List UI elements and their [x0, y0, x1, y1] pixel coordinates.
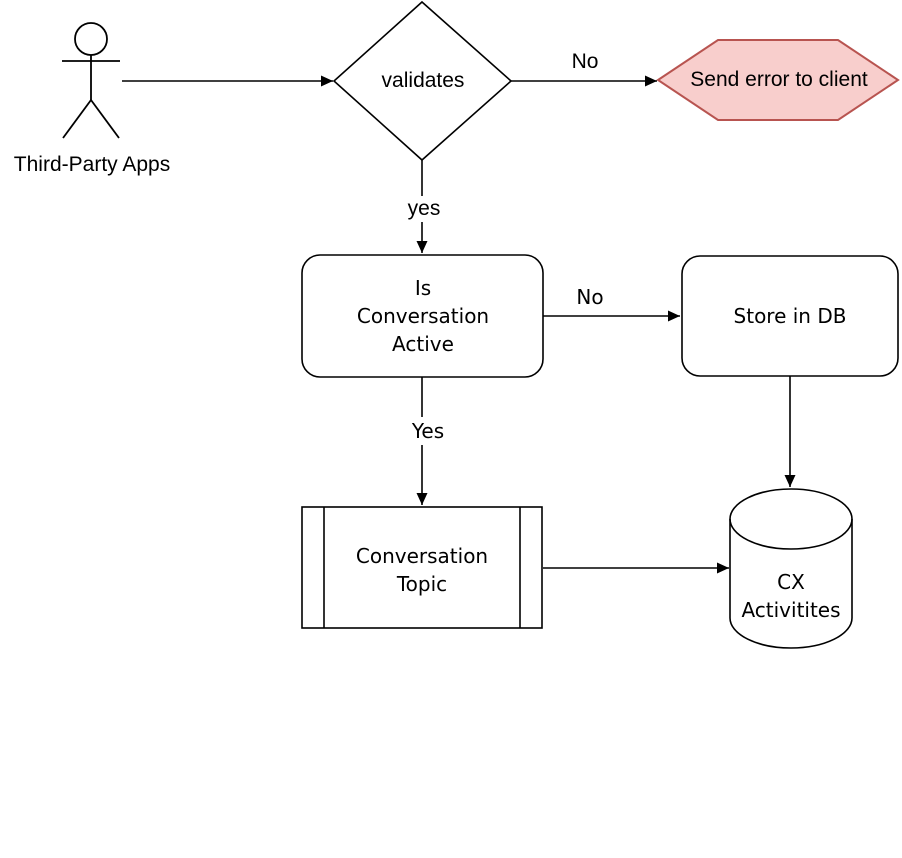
send-error-label: Send error to client — [690, 68, 868, 91]
conversation-topic-label: Conversation Topic — [355, 544, 489, 596]
edge-label-yes-top: yes — [404, 196, 444, 222]
cx-activitites-label: CX Activitites — [741, 570, 841, 622]
edge-label-yes-mid: Yes — [408, 417, 448, 445]
is-conversation-active-label: Is Conversation Active — [356, 276, 490, 356]
stick-figure-actor-icon — [62, 22, 120, 139]
send-error-hexagon-group — [656, 39, 900, 121]
validates-label: validates — [381, 69, 465, 92]
cx-activitites-cylinder-shape — [729, 488, 853, 649]
edge-label-no-top: No — [568, 49, 602, 75]
edge-label-no-mid: No — [573, 283, 607, 311]
store-in-db-label: Store in DB — [733, 304, 847, 328]
conversation-topic-shape — [301, 506, 543, 629]
send-error-hexagon-shape — [656, 39, 900, 121]
actor-label: Third-Party Apps — [13, 153, 171, 176]
